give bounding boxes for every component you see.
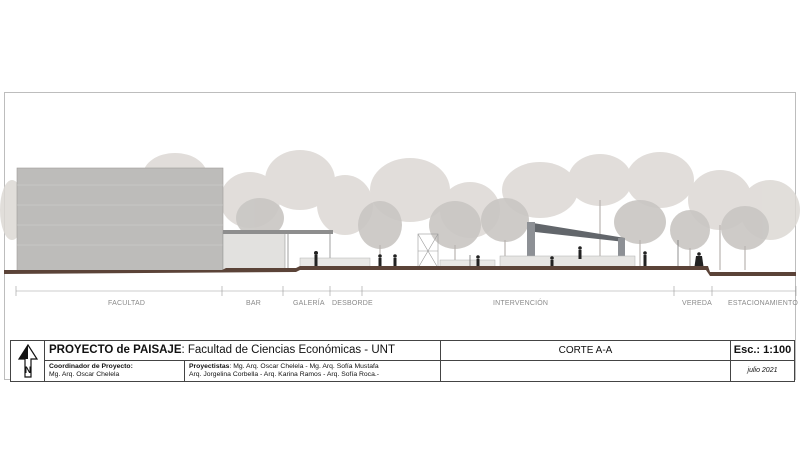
lattice-structure bbox=[417, 233, 439, 269]
sheet-title: CORTE A-A bbox=[441, 341, 731, 361]
zone-labels: FACULTAD BAR GALERÍA DESBORDE INTERVENCI… bbox=[108, 298, 798, 307]
coordinator-label: Coordinador de Proyecto: bbox=[49, 363, 133, 370]
bar-building bbox=[222, 231, 286, 271]
project-title: PROYECTO de PAISAJE: Facultad de Ciencia… bbox=[45, 341, 441, 361]
facade-texture bbox=[17, 184, 223, 246]
north-arrow-icon: N bbox=[17, 343, 39, 378]
zone-label-desborde: DESBORDE bbox=[332, 300, 373, 307]
team-label: Proyectistas bbox=[189, 363, 230, 370]
ground-profile bbox=[4, 266, 796, 276]
team-cell: Proyectistas: Mg. Arq. Oscar Chelela - M… bbox=[185, 361, 441, 381]
svg-text:N: N bbox=[25, 365, 32, 375]
facultad-building bbox=[16, 167, 224, 273]
foreground-trees bbox=[236, 198, 769, 250]
north-arrow-cell: N bbox=[11, 341, 45, 381]
pavilion bbox=[499, 222, 636, 270]
zone-dimension-line bbox=[15, 286, 797, 296]
project-title-suffix: : Facultad de Ciencias Económicas - UNT bbox=[181, 344, 395, 356]
zone-label-facultad: FACULTAD bbox=[108, 300, 145, 307]
zone-label-vereda: VEREDA bbox=[682, 300, 712, 307]
zone-label-intervencion: INTERVENCIÓN bbox=[493, 298, 548, 307]
coordinator-name: Mg. Arq. Oscar Chelela bbox=[49, 371, 120, 378]
zone-label-galeria: GALERÍA bbox=[293, 298, 325, 307]
bar-roof bbox=[223, 230, 333, 234]
team-line-1: : Mg. Arq. Oscar Chelela - Mg. Arq. Sofí… bbox=[229, 363, 379, 370]
date-label: julio 2021 bbox=[747, 367, 778, 374]
team-line-2: Arq. Jorgelina Corbella - Arq. Karina Ra… bbox=[189, 371, 380, 378]
scale-label: Esc.: 1:100 bbox=[731, 341, 794, 361]
zone-label-estacionamiento: ESTACIONAMIENTO bbox=[728, 300, 798, 307]
coordinator-cell: Coordinador de Proyecto: Mg. Arq. Oscar … bbox=[45, 361, 185, 381]
title-block: N PROYECTO de PAISAJE: Facultad de Cienc… bbox=[10, 340, 795, 382]
title-block-blank-cell bbox=[441, 361, 731, 381]
zone-label-bar: BAR bbox=[246, 300, 261, 307]
project-title-prefix: PROYECTO de PAISAJE bbox=[49, 344, 182, 356]
